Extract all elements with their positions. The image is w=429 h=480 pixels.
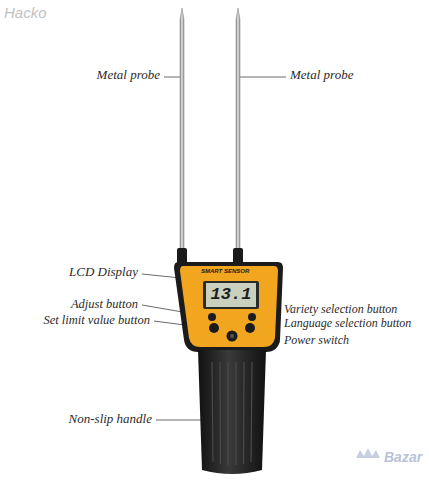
part-label: Language selection button [284, 317, 411, 331]
watermark: Hacko [4, 4, 47, 21]
display-reading: 13.1 [206, 285, 256, 305]
part-label: Adjust button [71, 297, 138, 311]
part-label: Metal probe [97, 68, 160, 83]
non-slip-handle [198, 350, 266, 474]
watermark-logo [356, 448, 380, 458]
meter-head [174, 262, 283, 352]
part-label: Variety selection button [284, 303, 397, 317]
watermark: Bazar [384, 449, 422, 465]
metal-probes [177, 8, 243, 266]
brand-text: SMART SENSOR [201, 268, 249, 275]
part-label: Non-slip handle [69, 412, 152, 427]
part-label: Set limit value button [43, 313, 150, 327]
part-label: Metal probe [290, 68, 353, 83]
part-label: LCD Display [69, 265, 138, 280]
part-label: Power switch [284, 334, 349, 348]
